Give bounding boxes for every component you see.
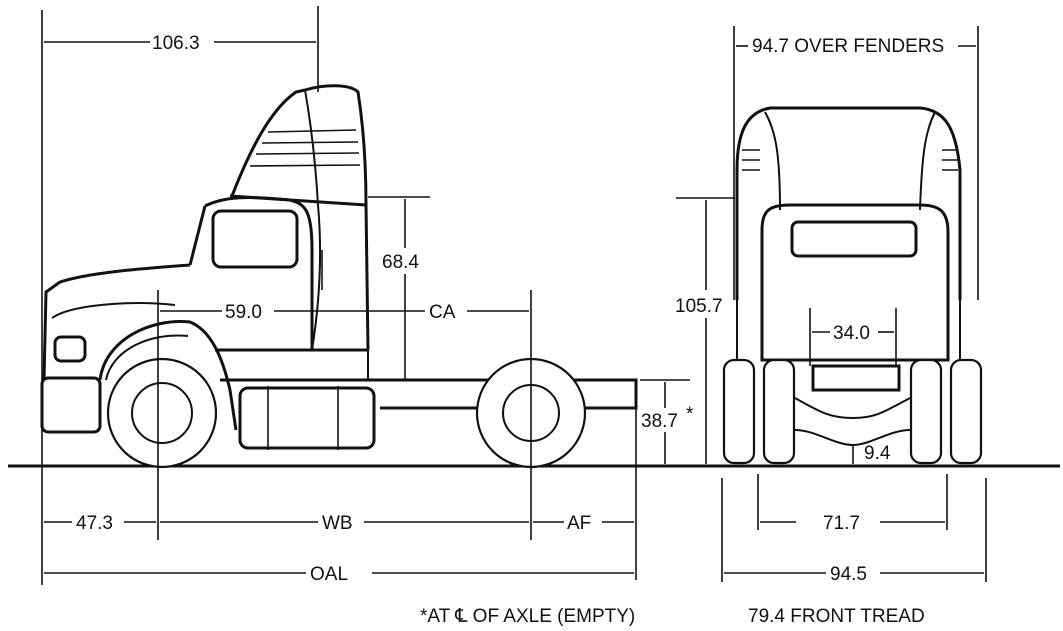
dim-9-4: 9.4 (864, 443, 891, 464)
dim-34-0: 34.0 (833, 323, 870, 344)
front-tread-note: 79.4 FRONT TREAD (748, 606, 925, 627)
front-view-truck (722, 106, 983, 465)
dim-47-3: 47.3 (76, 513, 113, 534)
dim-ca: CA (429, 302, 456, 323)
dim-oal: OAL (310, 564, 348, 585)
dim-over-fenders: 94.7 OVER FENDERS (752, 36, 944, 57)
axle-footnote: *AT ℄ OF AXLE (EMPTY) (420, 606, 635, 627)
front-view-dimension-lines (676, 26, 987, 582)
dim-94-5: 94.5 (830, 564, 867, 585)
dim-68-4: 68.4 (382, 252, 419, 273)
dim-105-7: 105.7 (675, 296, 723, 317)
dim-38-7-footnote-mark: * (686, 404, 694, 425)
dim-71-7: 71.7 (823, 513, 860, 534)
side-view-dimension-lines (41, 6, 690, 585)
front-view-labels: 94.7 OVER FENDERS 105.7 34.0 9.4 71.7 94… (675, 36, 944, 585)
side-view-truck (40, 84, 638, 469)
dim-af: AF (567, 513, 591, 534)
dim-106-3: 106.3 (152, 33, 200, 54)
dim-wb: WB (322, 513, 353, 534)
dim-59-0: 59.0 (225, 302, 262, 323)
side-view-labels: 106.3 68.4 59.0 CA 38.7 * 47.3 WB AF OAL (76, 33, 694, 585)
dim-38-7: 38.7 (641, 411, 678, 432)
